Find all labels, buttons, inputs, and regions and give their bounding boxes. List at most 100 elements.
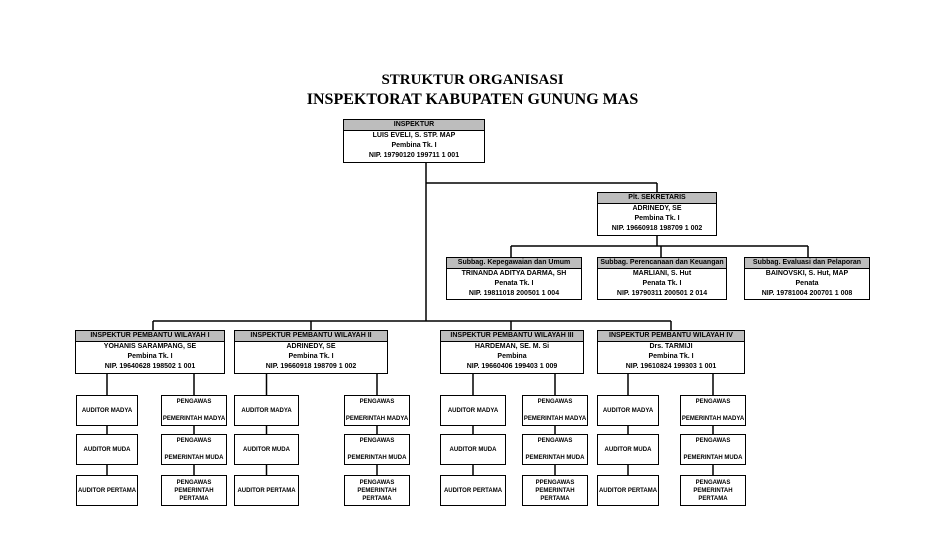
pengawas-label: PEMERINTAH MADYA <box>345 416 409 422</box>
inspektur-nip: NIP. 19790120 199711 1 001 <box>368 152 460 159</box>
wilayah-nip: NIP. 19640628 198502 1 001 <box>104 363 196 370</box>
wilayah-name: YOHANIS SARAMPANG, SE <box>103 343 197 350</box>
pengawas-label: PENGAWAS <box>359 438 395 444</box>
pengawas-label: PEMERINTAH MUDA <box>164 455 224 461</box>
sekretaris-rank: Pembina Tk. I <box>634 215 680 222</box>
subbag-name: BAINOVSKI, S. Hut, MAP <box>765 270 849 277</box>
subbag-nip: NIP. 19790311 200501 2 014 <box>616 290 708 297</box>
pengawas-label: PEMERINTAH MUDA <box>683 455 743 461</box>
pengawas-label: PENGAWAS <box>176 438 212 444</box>
pengawas-label: PENGAWAS <box>695 438 731 444</box>
sekretaris-name: ADRINEDY, SE <box>632 205 682 212</box>
auditor-label: AUDITOR MUDA <box>604 446 652 453</box>
pengawas-label: PENGAWAS <box>176 479 212 486</box>
pengawas-label: PEMERINTAH <box>535 487 575 494</box>
subbag-box: Subbag. Perencanaan dan Keuangan MARLIAN… <box>597 257 727 300</box>
wilayah-position: INSPEKTUR PEMBANTU WILAYAH I <box>76 331 224 342</box>
subbag-box: Subbag. Evaluasi dan Pelaporan BAINOVSKI… <box>744 257 870 300</box>
subbag-position: Subbag. Perencanaan dan Keuangan <box>598 258 726 269</box>
subbag-rank: Penata <box>795 280 819 287</box>
wilayah-position: INSPEKTUR PEMBANTU WILAYAH II <box>235 331 387 342</box>
pengawas-label: PENGAWAS <box>359 479 395 486</box>
pengawas-label: PENGAWAS <box>695 479 731 486</box>
auditor-box: AUDITOR PERTAMA <box>76 475 138 506</box>
pengawas-box: PENGAWAS PEMERINTAH MUDA <box>161 434 227 465</box>
auditor-box: AUDITOR MADYA <box>234 395 299 426</box>
wilayah-nip: NIP. 19610824 199303 1 001 <box>625 363 717 370</box>
auditor-box: AUDITOR MADYA <box>76 395 138 426</box>
wilayah-rank: Pembina Tk. I <box>288 353 334 360</box>
auditor-box: AUDITOR PERTAMA <box>597 475 659 506</box>
wilayah-rank: Pembina Tk. I <box>127 353 173 360</box>
pengawas-label: PERTAMA <box>698 495 728 502</box>
auditor-label: AUDITOR PERTAMA <box>443 487 503 494</box>
pengawas-label: PENGAWAS <box>176 399 212 405</box>
sekretaris-position: Plt. SEKRETARIS <box>598 193 716 204</box>
wilayah-rank: Pembina <box>497 353 527 360</box>
pengawas-label: PEMERINTAH <box>174 487 214 494</box>
pengawas-box: PENGAWAS PEMERINTAH MADYA <box>161 395 227 426</box>
pengawas-label: PERTAMA <box>362 495 392 502</box>
pengawas-label: PEMERINTAH MUDA <box>347 455 407 461</box>
auditor-box: AUDITOR MUDA <box>76 434 138 465</box>
chart-title: STRUKTUR ORGANISASI <box>381 72 564 88</box>
auditor-box: AUDITOR MADYA <box>440 395 506 426</box>
auditor-label: AUDITOR MADYA <box>447 407 499 414</box>
pengawas-label: PEMERINTAH MADYA <box>162 416 226 422</box>
sekretaris-nip: NIP. 19660918 198709 1 002 <box>611 225 703 232</box>
pengawas-label: PPENGAWAS <box>535 479 575 486</box>
pengawas-label: PERTAMA <box>179 495 209 502</box>
sekretaris-box: Plt. SEKRETARIS ADRINEDY, SE Pembina Tk.… <box>597 192 717 236</box>
auditor-box: AUDITOR PERTAMA <box>440 475 506 506</box>
subbag-name: MARLIANI, S. Hut <box>632 270 692 277</box>
inspektur-name: LUIS EVELI, S. STP. MAP <box>372 132 456 139</box>
auditor-box: AUDITOR MUDA <box>234 434 299 465</box>
auditor-label: AUDITOR MADYA <box>81 407 133 414</box>
subbag-box: Subbag. Kepegawaian dan Umum TRINANDA AD… <box>446 257 582 300</box>
pengawas-box: PENGAWAS PEMERINTAH MUDA <box>344 434 410 465</box>
inspektur-box: INSPEKTUR LUIS EVELI, S. STP. MAP Pembin… <box>343 119 485 163</box>
wilayah-rank: Pembina Tk. I <box>648 353 694 360</box>
auditor-box: AUDITOR MUDA <box>597 434 659 465</box>
pengawas-label: PENGAWAS <box>695 399 731 405</box>
subbag-name: TRINANDA ADITYA DARMA, SH <box>461 270 567 277</box>
auditor-box: AUDITOR MADYA <box>597 395 659 426</box>
subbag-nip: NIP. 19811018 200501 1 004 <box>468 290 560 297</box>
wilayah-name: Drs. TARMIJI <box>649 343 693 350</box>
auditor-label: AUDITOR MUDA <box>243 446 290 453</box>
auditor-label: AUDITOR MUDA <box>83 446 131 453</box>
wilayah-name: ADRINEDY, SE <box>286 343 336 350</box>
auditor-label: AUDITOR PERTAMA <box>598 487 658 494</box>
auditor-label: AUDITOR MUDA <box>449 446 497 453</box>
pengawas-label: PEMERINTAH MUDA <box>525 455 585 461</box>
auditor-label: AUDITOR PERTAMA <box>77 487 137 494</box>
subbag-nip: NIP. 19781004 200701 1 008 <box>761 290 853 297</box>
pengawas-box: PENGAWAS PEMERINTAH MADYA <box>344 395 410 426</box>
pengawas-label: PEMERINTAH MADYA <box>523 416 587 422</box>
wilayah-nip: NIP. 19660406 199403 1 009 <box>466 363 558 370</box>
subbag-rank: Penata Tk. I <box>642 280 682 287</box>
chart-subtitle: INSPEKTORAT KABUPATEN GUNUNG MAS <box>306 91 639 108</box>
pengawas-box: PENGAWAS PEMERINTAH MUDA <box>680 434 746 465</box>
subbag-position: Subbag. Evaluasi dan Pelaporan <box>745 258 869 269</box>
inspektur-position: INSPEKTUR <box>344 120 484 131</box>
pengawas-label: PENGAWAS <box>359 399 395 405</box>
subbag-position: Subbag. Kepegawaian dan Umum <box>447 258 581 269</box>
pengawas-label: PEMERINTAH <box>357 487 397 494</box>
auditor-box: AUDITOR MUDA <box>440 434 506 465</box>
wilayah-position: INSPEKTUR PEMBANTU WILAYAH III <box>441 331 583 342</box>
auditor-label: AUDITOR PERTAMA <box>237 487 296 494</box>
subbag-rank: Penata Tk. I <box>494 280 534 287</box>
auditor-label: AUDITOR MADYA <box>602 407 654 414</box>
inspektur-rank: Pembina Tk. I <box>391 142 437 149</box>
